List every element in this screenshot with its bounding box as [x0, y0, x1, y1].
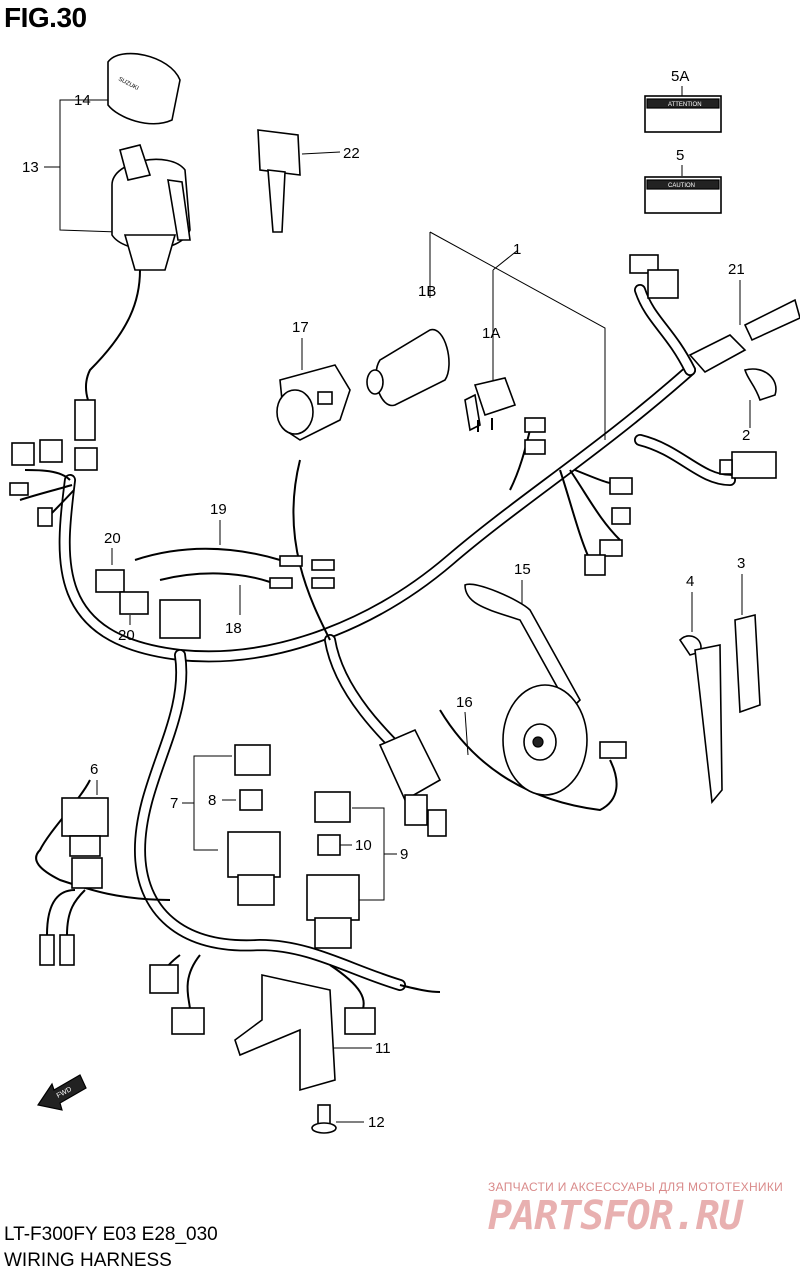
label-6: 6: [90, 761, 98, 778]
bottom-connectors: [149, 964, 376, 1035]
label-5: 5: [676, 147, 684, 164]
caution-text: CAUTION: [668, 183, 695, 189]
label-10: 10: [355, 837, 372, 854]
fwd-arrow: FWD: [37, 1074, 87, 1111]
switch-17: 17: [276, 319, 351, 441]
label-22: 22: [343, 145, 360, 162]
page-caption: WIRING HARNESS: [4, 1250, 172, 1271]
label-19: 19: [210, 501, 227, 518]
watermark: ЗАПЧАСТИ И АКСЕССУАРЫ ДЛЯ МОТОТЕХНИКИ PA…: [488, 1180, 788, 1236]
label-21: 21: [728, 261, 745, 278]
watermark-logo: PARTSFOR.RU: [488, 1193, 743, 1239]
clamps-3-4: 4 3: [678, 555, 761, 804]
label-2: 2: [742, 427, 750, 444]
top-right-connector: [629, 254, 679, 299]
watermark-tagline: ЗАПЧАСТИ И АКСЕССУАРЫ ДЛЯ МОТОТЕХНИКИ: [488, 1180, 784, 1194]
label-20-upper: 20: [104, 530, 121, 547]
mid-connectors: [524, 417, 633, 576]
label-3: 3: [737, 555, 745, 572]
labels-5-5a: 5A ATTENTION 5 CAUTION: [644, 68, 722, 214]
label-20-lower: 20: [118, 627, 135, 644]
label-4: 4: [686, 573, 694, 590]
model-code: LT-F300FY E03 E28_030: [4, 1224, 218, 1245]
figure-title: FIG.30: [4, 2, 87, 33]
ignition-switch-13: 13 14 SUZUKI: [22, 52, 191, 401]
label-15: 15: [514, 561, 531, 578]
horn-15-16: 15 16: [456, 561, 627, 796]
label-9: 9: [400, 846, 408, 863]
relay-6: 6: [39, 761, 109, 966]
center-sensor: [378, 728, 447, 837]
bracket-11: 11: [234, 974, 391, 1092]
coupler-21: 21 2: [688, 261, 800, 479]
part-1-group: 1 1B 1A: [418, 231, 606, 440]
label-11: 11: [375, 1040, 391, 1057]
bolt-12: 12: [311, 1104, 385, 1134]
label-8: 8: [208, 792, 216, 809]
left-connectors: [9, 399, 98, 527]
label-17: 17: [292, 319, 309, 336]
label-16: 16: [456, 694, 473, 711]
label-1a: 1A: [482, 325, 500, 342]
leads-18-19: 19 18 20 20: [95, 501, 335, 644]
fuse-boxes-7-10: 7 8 9 10: [170, 744, 408, 949]
label-5a: 5A: [671, 68, 689, 85]
attention-text: ATTENTION: [668, 102, 702, 108]
label-14: 14: [74, 92, 91, 109]
relay-1a: [464, 377, 517, 432]
condenser-1b: [366, 329, 450, 407]
label-1: 1: [513, 241, 521, 258]
label-13: 13: [22, 159, 39, 176]
key-22: 22: [257, 129, 360, 233]
label-12: 12: [368, 1114, 385, 1131]
label-18: 18: [225, 620, 242, 637]
label-1b: 1B: [418, 283, 436, 300]
label-7: 7: [170, 795, 178, 812]
